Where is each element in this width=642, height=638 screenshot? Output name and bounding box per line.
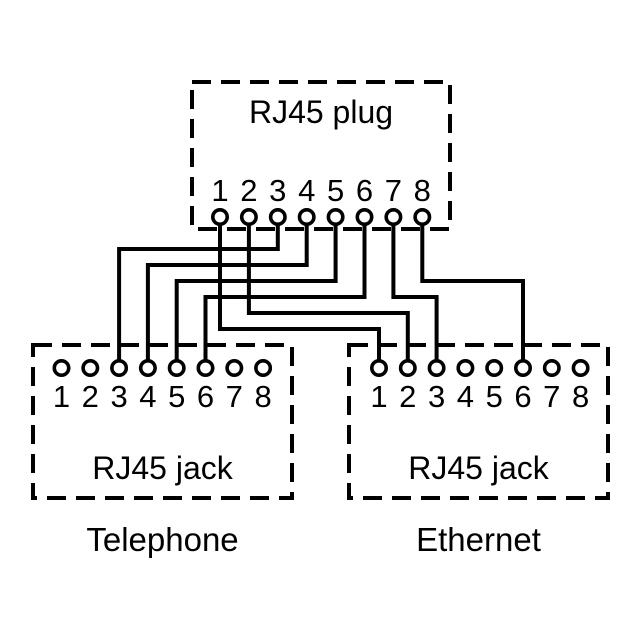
plug-pin-7-circle bbox=[384, 208, 403, 227]
telephone-pin-3-number: 3 bbox=[110, 379, 127, 414]
ethernet-pin-1-number: 1 bbox=[370, 379, 387, 414]
telephone-pin-4-circle bbox=[138, 358, 157, 377]
ethernet-jack-box bbox=[347, 343, 610, 500]
ethernet-jack-title: RJ45 jack bbox=[408, 450, 550, 486]
plug-pin-5-circle bbox=[326, 208, 345, 227]
ethernet-pin-4-number: 4 bbox=[457, 379, 474, 414]
plug-pin-7-number: 7 bbox=[385, 173, 402, 208]
ethernet-pin-7-number: 7 bbox=[543, 379, 560, 414]
ethernet-pin-5-circle bbox=[485, 358, 504, 377]
plug-pin-6-circle bbox=[355, 208, 374, 227]
plug-pin-1-circle bbox=[211, 208, 230, 227]
wire-plug-3-to-telephone-3 bbox=[117, 217, 280, 368]
wires bbox=[117, 217, 525, 368]
telephone-pin-5-circle bbox=[167, 358, 186, 377]
ethernet-caption: Ethernet bbox=[416, 521, 541, 558]
telephone-pin-4-number: 4 bbox=[139, 379, 156, 414]
telephone-pin-8-circle bbox=[254, 358, 273, 377]
telephone-pin-7-circle bbox=[225, 358, 244, 377]
ethernet-pin-5-number: 5 bbox=[486, 379, 503, 414]
telephone-pin-5-number: 5 bbox=[168, 379, 185, 414]
telephone-pin-1-circle bbox=[52, 358, 71, 377]
plug-pin-3-circle bbox=[268, 208, 287, 227]
plug-pin-4-number: 4 bbox=[298, 173, 315, 208]
wire-plug-6-to-telephone-6 bbox=[203, 217, 367, 368]
ethernet-pin-2-circle bbox=[398, 358, 417, 377]
ethernet-pin-6-circle bbox=[513, 358, 532, 377]
plug-pin-1-number: 1 bbox=[211, 173, 228, 208]
telephone-jack-box bbox=[31, 343, 294, 500]
ethernet-pin-8-circle bbox=[571, 358, 590, 377]
ethernet-pin-4-circle bbox=[456, 358, 475, 377]
ethernet-pin-7-circle bbox=[542, 358, 561, 377]
telephone-pin-7-number: 7 bbox=[226, 379, 243, 414]
rj45-plug-box bbox=[190, 80, 452, 231]
plug-pin-8-number: 8 bbox=[414, 173, 431, 208]
ethernet-pin-6-number: 6 bbox=[514, 379, 531, 414]
wire-plug-8-to-ethernet-6 bbox=[420, 217, 525, 368]
plug-pin-6-number: 6 bbox=[356, 173, 373, 208]
telephone-jack-title: RJ45 jack bbox=[92, 450, 234, 486]
ethernet-pin-1-circle bbox=[369, 358, 388, 377]
plug-pin-4-circle bbox=[297, 208, 316, 227]
plug-pin-2-number: 2 bbox=[240, 173, 257, 208]
ethernet-pin-8-number: 8 bbox=[572, 379, 589, 414]
plug-pin-8-circle bbox=[413, 208, 432, 227]
telephone-pin-2-number: 2 bbox=[82, 379, 99, 414]
wire-plug-7-to-ethernet-3 bbox=[391, 217, 439, 368]
telephone-pin-6-number: 6 bbox=[197, 379, 214, 414]
rj45-plug-title: RJ45 plug bbox=[249, 94, 393, 130]
telephone-pin-8-number: 8 bbox=[254, 379, 271, 414]
plug-pin-3-number: 3 bbox=[269, 173, 286, 208]
ethernet-pin-3-number: 3 bbox=[428, 379, 445, 414]
wire-plug-5-to-telephone-5 bbox=[174, 217, 338, 368]
wire-plug-1-to-ethernet-1 bbox=[218, 217, 381, 368]
telephone-pin-1-number: 1 bbox=[53, 379, 70, 414]
telephone-caption: Telephone bbox=[86, 521, 238, 558]
telephone-pin-2-circle bbox=[81, 358, 100, 377]
wire-plug-4-to-telephone-4 bbox=[145, 217, 309, 368]
plug-pin-2-circle bbox=[239, 208, 258, 227]
telephone-pin-6-circle bbox=[196, 358, 215, 377]
telephone-pin-3-circle bbox=[110, 358, 129, 377]
plug-pin-5-number: 5 bbox=[327, 173, 344, 208]
ethernet-pin-2-number: 2 bbox=[399, 379, 416, 414]
ethernet-pin-3-circle bbox=[427, 358, 446, 377]
